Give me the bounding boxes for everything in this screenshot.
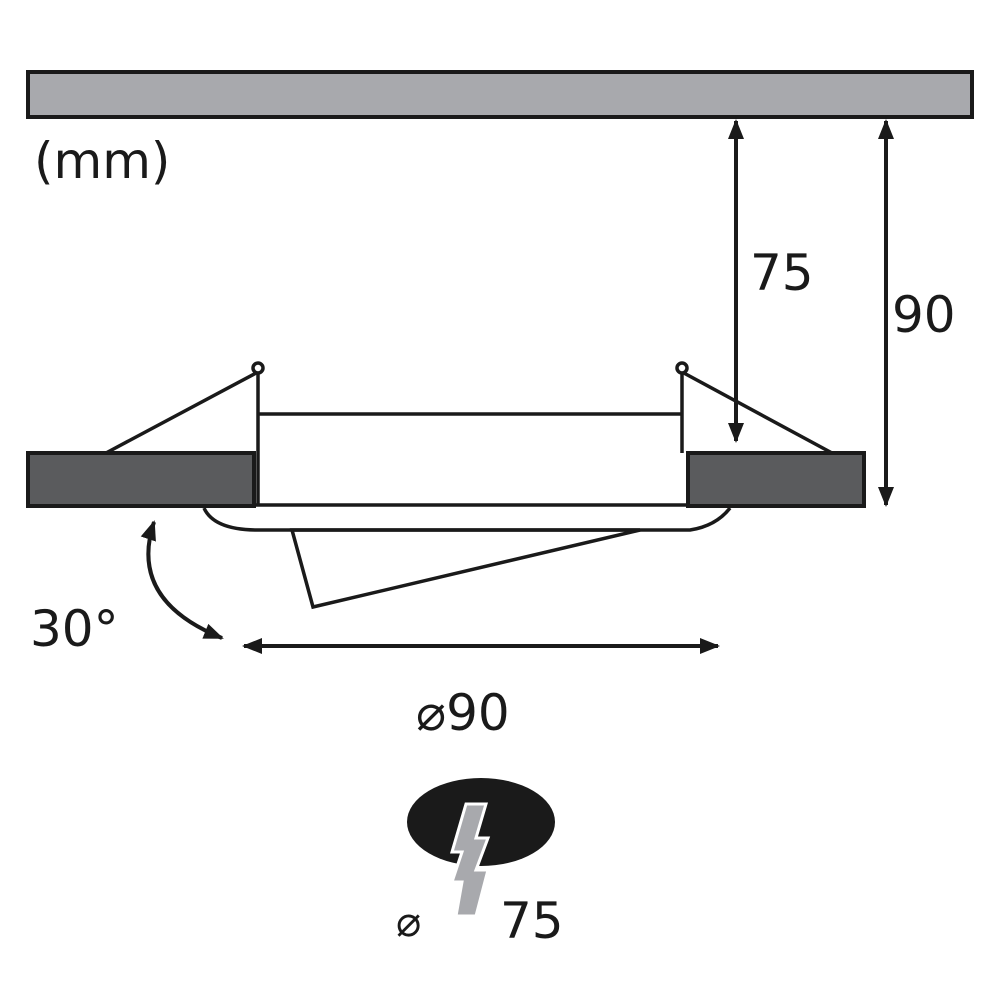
cutout-icon — [407, 778, 555, 918]
ceiling-panel-right — [686, 451, 866, 508]
outer-diameter-label: ⌀90 — [416, 684, 510, 742]
ceiling-slab — [26, 70, 974, 119]
total-height-label: 90 — [892, 286, 956, 344]
recess-height-label: 75 — [750, 244, 814, 302]
cutout-diameter-label: 75 — [500, 892, 564, 950]
tilt-angle-label: 30° — [30, 600, 119, 658]
unit-label: (mm) — [34, 132, 170, 190]
tilt-angle-arrow — [140, 520, 224, 640]
fixture-body — [105, 361, 833, 610]
ceiling-panel-left — [26, 451, 256, 508]
cutout-diameter-symbol: ⌀ — [396, 897, 421, 946]
